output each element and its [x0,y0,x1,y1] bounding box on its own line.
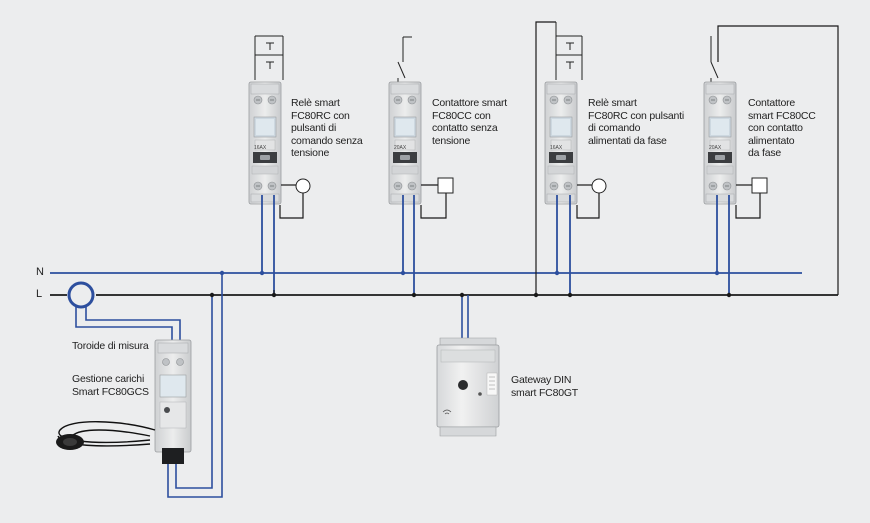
neutral-label: N [36,266,44,278]
toroid-label: Toroide di misura [72,340,149,352]
device-label-fc80cc-2: Contattore smart FC80CC con contatto ali… [748,97,816,159]
load-manager-label: Gestione carichi Smart FC80GCS [72,373,149,398]
junction-dots [209,270,732,298]
rating-text-1: 16AX [254,145,267,151]
rating-text-2: 20AX [394,145,407,151]
phase-feed-4 [717,25,839,295]
pushbutton-switch-1 [254,35,284,80]
line-label: L [36,288,43,300]
contactor-fc80cc-2: 20AX [703,25,839,295]
contactor-fc80cc-1: 20AX [388,36,454,295]
gateway-fc80gt [436,295,500,437]
contact-switch-4 [710,36,719,82]
device-label-fc80rc-1: Relè smart FC80RC con pulsanti di comand… [291,97,363,159]
rating-text-3: 16AX [550,145,563,151]
pushbutton-switch-3 [555,22,583,80]
contact-switch-2 [397,36,412,82]
relay-fc80rc-2: 16AX [535,21,607,295]
device-label-fc80cc-1: Contattore smart FC80CC con contatto sen… [432,97,507,147]
rating-text-4: 20AX [709,145,722,151]
gateway-label: Gateway DIN smart FC80GT [511,374,579,399]
device-label-fc80rc-2: Relè smart FC80RC con pulsanti di comand… [588,97,684,147]
load-manager-fc80gcs [56,273,223,498]
phase-feed-3 [535,21,556,295]
relay-fc80rc-1: 16AX [248,35,311,295]
